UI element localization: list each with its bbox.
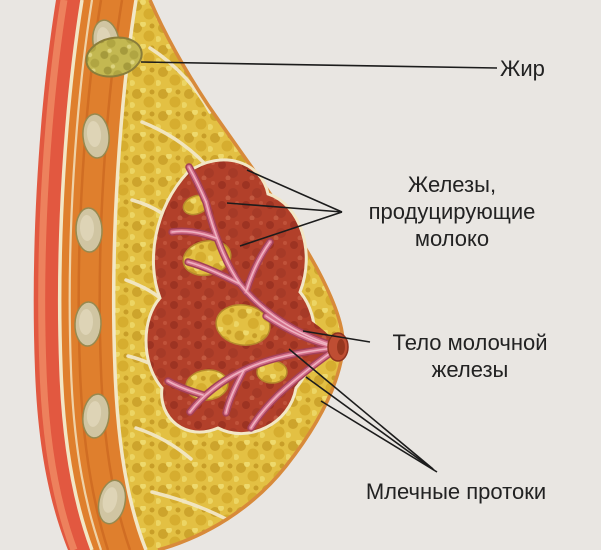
leader-line-body	[302, 330, 371, 343]
leader-line-ducts-3	[320, 400, 438, 473]
label-body: Тело молочной железы	[392, 330, 548, 382]
leader-line-ducts-1	[288, 348, 434, 470]
leader-line-ducts-2	[305, 376, 435, 471]
leader-line-fat	[140, 61, 498, 69]
leader-lines	[140, 61, 498, 473]
leader-line-glands-2	[226, 202, 343, 213]
label-fat: Жир	[500, 56, 545, 81]
fascia-lines	[57, 0, 148, 550]
breast-outline	[148, 0, 345, 550]
skin-highlight	[38, 0, 78, 550]
leader-line-glands-1	[246, 169, 343, 213]
nipple	[327, 332, 349, 362]
label-ducts: Млечные протоки	[365, 479, 547, 504]
label-glands: Железы, продуцирующие молоко	[368, 172, 536, 251]
fat-lobule	[215, 304, 271, 346]
fat-lobule-top	[85, 36, 143, 78]
leader-line-glands-3	[239, 211, 343, 247]
